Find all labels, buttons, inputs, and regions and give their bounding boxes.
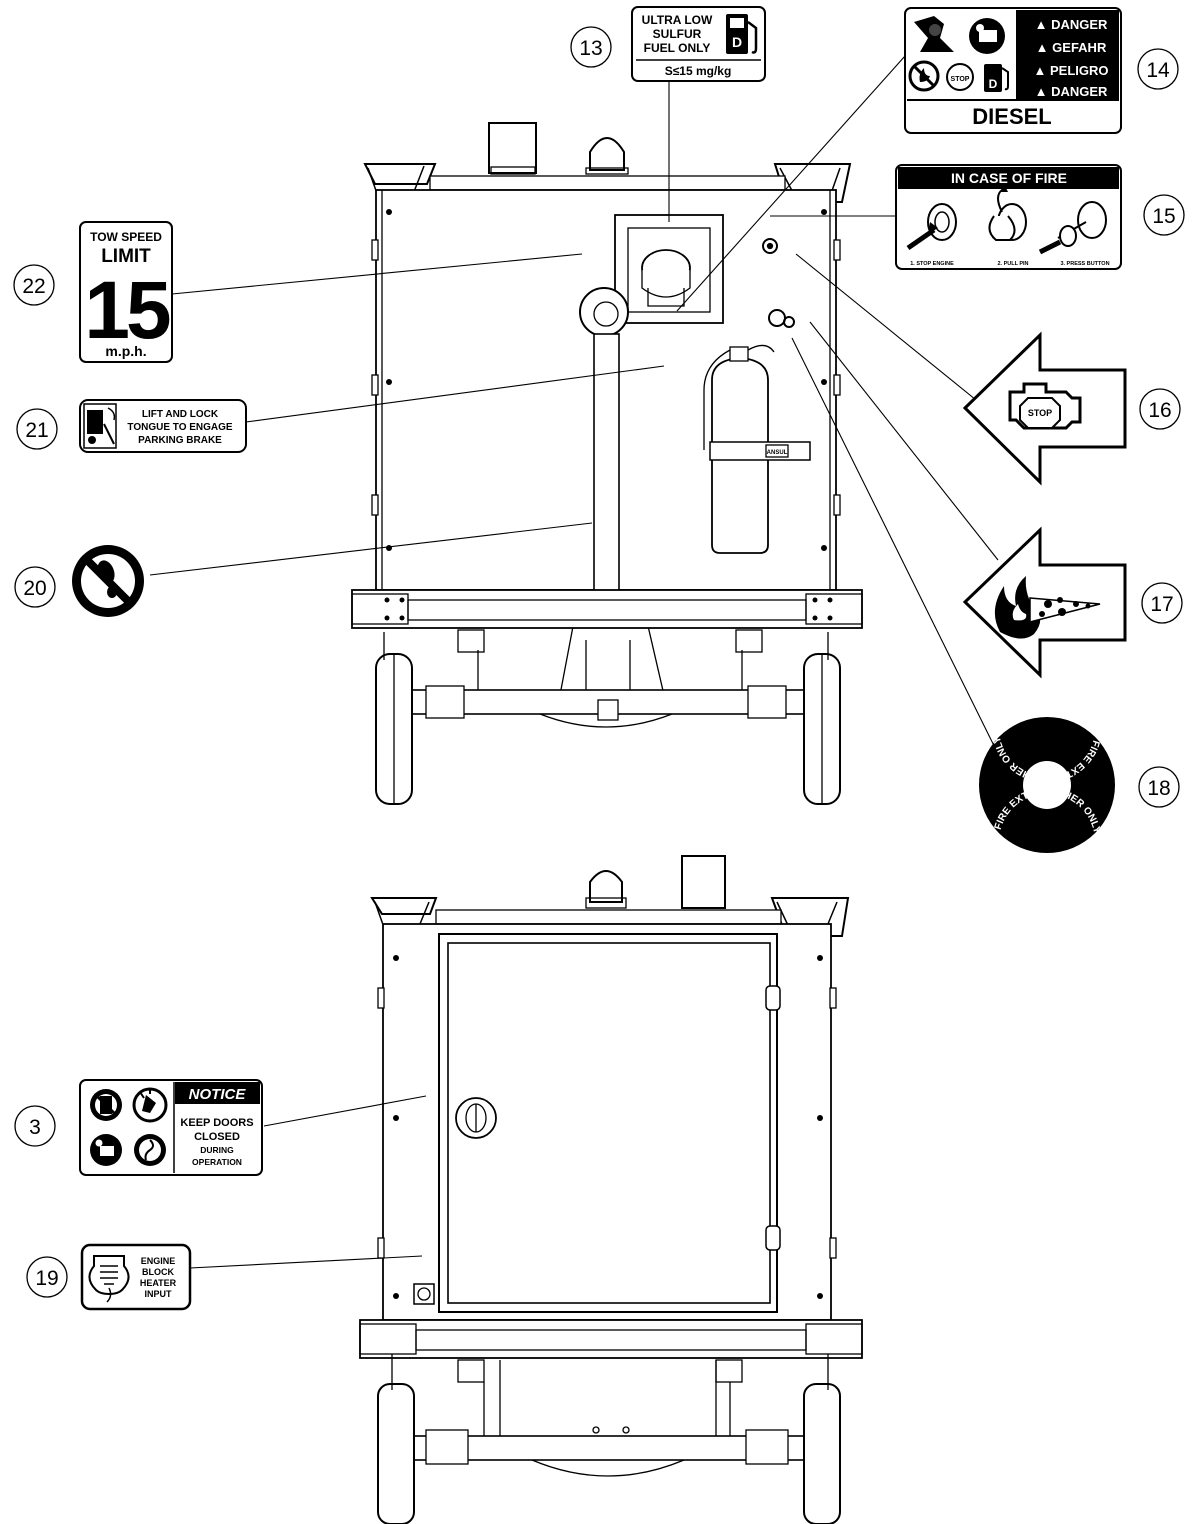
svg-text:NOTICE: NOTICE xyxy=(189,1086,247,1103)
svg-text:13: 13 xyxy=(579,37,602,60)
decal-notice-keep-doors-closed: NOTICE KEEP DOORS CLOSED DURING OPERATIO… xyxy=(79,1079,263,1176)
callout-14: 14 xyxy=(1137,48,1179,90)
callout-3: 3 xyxy=(14,1105,56,1147)
no-flame-icon xyxy=(908,60,940,92)
leader-lines xyxy=(149,55,1011,1269)
svg-text:14: 14 xyxy=(1146,59,1170,82)
svg-text:ENGINE: ENGINE xyxy=(141,1256,176,1266)
leader-16 xyxy=(795,253,982,405)
svg-text:KEEP DOORS: KEEP DOORS xyxy=(180,1117,253,1129)
pull-pin-icon xyxy=(988,184,1027,241)
leader-21 xyxy=(245,365,665,423)
svg-text:▲ DANGER: ▲ DANGER xyxy=(1035,84,1108,99)
heater-coil-icon xyxy=(88,1255,130,1303)
svg-text:15: 15 xyxy=(1152,205,1175,228)
callout-18: 18 xyxy=(1138,766,1180,808)
read-manual-icon xyxy=(90,1134,122,1166)
top-generator-view: ANSUL xyxy=(351,122,863,805)
decal-extinguisher-ring: FIRE EXTINGUISHER ONLY FIRE EXTINGUISHER… xyxy=(979,717,1115,853)
leader-22 xyxy=(171,253,583,295)
decal-engine-block-heater: ENGINE BLOCK HEATER INPUT xyxy=(80,1243,192,1311)
svg-text:BLOCK: BLOCK xyxy=(142,1267,174,1277)
svg-text:D: D xyxy=(989,77,998,91)
callout-21: 21 xyxy=(16,408,58,450)
callout-16: 16 xyxy=(1139,388,1181,430)
svg-text:TOW SPEED: TOW SPEED xyxy=(90,230,162,244)
svg-text:17: 17 xyxy=(1150,593,1173,616)
callout-22: 22 xyxy=(13,264,55,306)
no-open-door-icon xyxy=(90,1089,122,1121)
fuel-pump-icon: D xyxy=(726,14,758,54)
svg-text:3: 3 xyxy=(29,1116,41,1139)
bottom-generator-view xyxy=(359,855,863,1524)
leader-17 xyxy=(809,321,999,561)
leader-19 xyxy=(189,1255,423,1269)
callout-15: 15 xyxy=(1143,194,1185,236)
leader-3 xyxy=(263,1095,427,1127)
svg-text:OPERATION: OPERATION xyxy=(192,1157,242,1167)
svg-text:TONGUE TO ENGAGE: TONGUE TO ENGAGE xyxy=(127,422,233,433)
svg-text:LIFT AND LOCK: LIFT AND LOCK xyxy=(142,409,219,420)
svg-text:PARKING BRAKE: PARKING BRAKE xyxy=(138,435,222,446)
svg-text:DIESEL: DIESEL xyxy=(972,104,1051,129)
extinguisher-tag: ANSUL xyxy=(767,450,788,456)
leader-20 xyxy=(149,522,593,576)
svg-text:IN CASE OF FIRE: IN CASE OF FIRE xyxy=(951,170,1067,186)
svg-text:SULFUR: SULFUR xyxy=(653,27,702,41)
read-manual-icon xyxy=(969,18,1005,54)
rotating-fan-icon xyxy=(134,1134,166,1166)
svg-text:2. PULL PIN: 2. PULL PIN xyxy=(997,261,1028,267)
callouts: 13 14 15 16 17 18 22 21 20 3 19 xyxy=(13,26,1185,1298)
leader-14 xyxy=(676,55,906,312)
svg-text:20: 20 xyxy=(23,577,46,600)
fuel-pump-small-icon: D xyxy=(984,64,1009,92)
svg-text:15: 15 xyxy=(84,265,170,356)
svg-text:HEATER: HEATER xyxy=(140,1278,177,1288)
decal-fuel-ulsd: ULTRA LOW SULFUR FUEL ONLY S≤15 mg/kg D xyxy=(631,6,766,82)
svg-text:▲ DANGER: ▲ DANGER xyxy=(1035,17,1108,32)
trailer-tongue-icon xyxy=(83,403,117,449)
svg-text:▲ PELIGRO: ▲ PELIGRO xyxy=(1034,63,1109,78)
svg-text:m.p.h.: m.p.h. xyxy=(105,343,146,359)
callout-17: 17 xyxy=(1141,582,1183,624)
decal-lift-and-lock: LIFT AND LOCK TONGUE TO ENGAGE PARKING B… xyxy=(79,399,247,453)
svg-text:FUEL ONLY: FUEL ONLY xyxy=(644,41,711,55)
svg-text:21: 21 xyxy=(25,419,48,442)
svg-text:STOP: STOP xyxy=(951,76,970,83)
svg-text:STOP: STOP xyxy=(1028,408,1052,418)
svg-text:16: 16 xyxy=(1148,399,1171,422)
flame-spray-icon xyxy=(994,576,1101,639)
svg-text:19: 19 xyxy=(35,1267,58,1290)
svg-text:3. PRESS BUTTON: 3. PRESS BUTTON xyxy=(1060,261,1109,267)
svg-text:D: D xyxy=(732,34,742,50)
decal-no-step xyxy=(72,545,144,617)
decal-in-case-of-fire: IN CASE OF FIRE 1. STOP ENGINE 2. PULL P… xyxy=(895,164,1122,270)
svg-text:CLOSED: CLOSED xyxy=(194,1131,240,1143)
svg-text:ULTRA LOW: ULTRA LOW xyxy=(642,13,713,27)
engine-stop-small-icon: STOP xyxy=(946,63,974,91)
svg-text:22: 22 xyxy=(22,275,45,298)
hot-surface-icon xyxy=(132,1087,168,1123)
callout-19: 19 xyxy=(26,1256,68,1298)
stop-engine-button-icon xyxy=(906,203,957,251)
callout-20: 20 xyxy=(14,566,56,608)
press-button-icon xyxy=(1038,201,1107,255)
leader-18 xyxy=(791,337,1011,779)
svg-text:▲ GEFAHR: ▲ GEFAHR xyxy=(1036,40,1107,55)
engine-icon: STOP xyxy=(1008,382,1082,430)
decal-fire-suppression-arrow xyxy=(962,526,1127,679)
decal-engine-stop-arrow: STOP xyxy=(962,331,1127,486)
svg-text:DURING: DURING xyxy=(200,1145,234,1155)
svg-text:INPUT: INPUT xyxy=(145,1289,173,1299)
explosion-person-icon xyxy=(914,16,954,52)
callout-13: 13 xyxy=(570,26,612,68)
decal-tow-speed: TOW SPEED LIMIT 15 m.p.h. xyxy=(79,221,174,363)
svg-text:1. STOP ENGINE: 1. STOP ENGINE xyxy=(910,261,954,267)
svg-text:18: 18 xyxy=(1147,777,1170,800)
svg-text:LIMIT: LIMIT xyxy=(101,246,151,267)
svg-text:S≤15 mg/kg: S≤15 mg/kg xyxy=(665,64,732,78)
decal-danger-diesel: ▲ DANGER ▲ GEFAHR ▲ PELIGRO ▲ DANGER DIE… xyxy=(904,7,1122,134)
